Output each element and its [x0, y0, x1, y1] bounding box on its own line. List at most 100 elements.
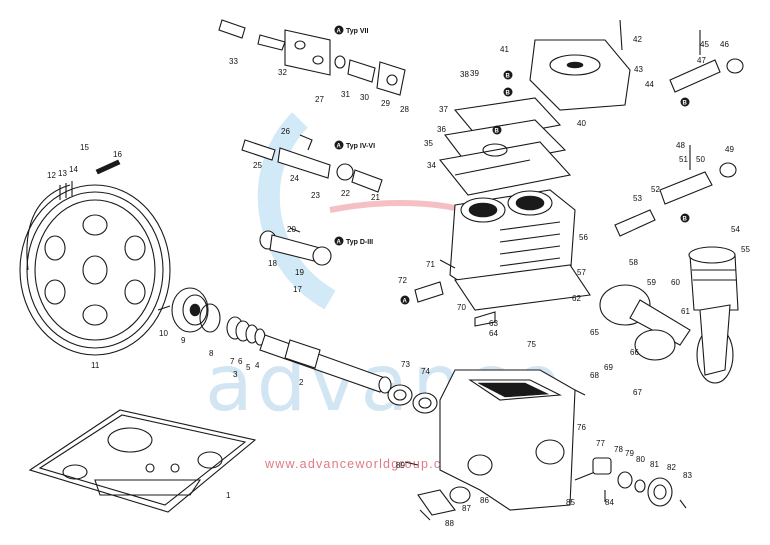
- part-key-pins: [59, 159, 121, 200]
- part-number-11: 11: [91, 361, 100, 370]
- svg-text:Typ D-III: Typ D-III: [346, 239, 373, 246]
- part-number-32: 32: [278, 68, 287, 77]
- part-number-24: 24: [290, 174, 299, 183]
- part-number-29: 29: [381, 99, 390, 108]
- part-number-74: 74: [421, 367, 430, 376]
- part-number-8: 8: [209, 349, 214, 358]
- part-number-87: 87: [462, 504, 471, 513]
- part-number-53: 53: [633, 194, 642, 203]
- part-number-14: 14: [69, 165, 78, 174]
- svg-text:Typ IV-VI: Typ IV-VI: [346, 143, 375, 150]
- part-number-65: 65: [590, 328, 599, 337]
- part-valve-typ-vii: [218, 19, 406, 96]
- part-number-41: 41: [500, 45, 509, 54]
- svg-text:B: B: [506, 74, 511, 80]
- part-number-51: 51: [679, 155, 688, 164]
- part-crankcase: [439, 369, 596, 511]
- part-number-45: 45: [700, 40, 709, 49]
- part-number-46: 46: [720, 40, 729, 49]
- variant-label-typ-iv-vi: A Typ IV-VI: [334, 140, 375, 150]
- part-number-58: 58: [629, 258, 638, 267]
- part-number-77: 77: [596, 439, 605, 448]
- part-suction-fitting: [614, 145, 737, 237]
- part-number-85: 85: [566, 498, 575, 507]
- part-number-71: 71: [426, 260, 435, 269]
- part-number-82: 82: [667, 463, 676, 472]
- part-number-47: 47: [697, 56, 706, 65]
- svg-text:B: B: [683, 101, 688, 107]
- part-oil-pump-parts: [592, 457, 687, 509]
- part-number-79: 79: [625, 449, 634, 458]
- part-number-70: 70: [457, 303, 466, 312]
- part-number-36: 36: [437, 125, 446, 134]
- part-number-59: 59: [647, 278, 656, 287]
- part-number-17: 17: [293, 285, 302, 294]
- part-number-42: 42: [633, 35, 642, 44]
- part-number-63: 63: [489, 319, 498, 328]
- part-number-43: 43: [634, 65, 643, 74]
- part-number-15: 15: [80, 143, 89, 152]
- part-number-39: 39: [470, 69, 479, 78]
- part-shaft-seal: [226, 316, 266, 346]
- svg-text:B: B: [495, 129, 500, 135]
- part-number-60: 60: [671, 278, 680, 287]
- part-number-13: 13: [58, 169, 67, 178]
- part-number-10: 10: [159, 329, 168, 338]
- part-number-28: 28: [400, 105, 409, 114]
- part-number-50: 50: [696, 155, 705, 164]
- part-number-54: 54: [731, 225, 740, 234]
- part-number-84: 84: [605, 498, 614, 507]
- part-number-69: 69: [604, 363, 613, 372]
- part-number-4: 4: [255, 361, 260, 370]
- part-number-66: 66: [630, 348, 639, 357]
- part-number-64: 64: [489, 329, 498, 338]
- part-number-5: 5: [246, 363, 251, 372]
- part-number-16: 16: [113, 150, 122, 159]
- circle-letter-a: A: [403, 299, 408, 305]
- part-flywheel: [19, 184, 171, 356]
- part-number-48: 48: [676, 141, 685, 150]
- part-bearing-cover: [157, 287, 221, 333]
- part-number-38: 38: [460, 70, 469, 79]
- part-number-25: 25: [253, 161, 262, 170]
- part-number-2: 2: [299, 378, 304, 387]
- part-number-76: 76: [577, 423, 586, 432]
- part-number-33: 33: [229, 57, 238, 66]
- part-number-44: 44: [645, 80, 654, 89]
- part-main-bearings: [387, 384, 438, 414]
- part-number-55: 55: [741, 245, 750, 254]
- part-valve-plate: [438, 97, 572, 196]
- part-number-20: 20: [287, 225, 296, 234]
- part-number-19: 19: [295, 268, 304, 277]
- part-number-49: 49: [725, 145, 734, 154]
- svg-text:B: B: [506, 91, 511, 97]
- part-connecting-rod: [599, 284, 734, 384]
- circle-letter-a: A: [337, 144, 342, 150]
- circle-letter-a: A: [337, 240, 342, 246]
- part-number-37: 37: [439, 105, 448, 114]
- part-cylinder-head: [529, 19, 631, 111]
- part-valve-typ-iv-vi: [241, 134, 383, 193]
- part-number-30: 30: [360, 93, 369, 102]
- part-number-72: 72: [398, 276, 407, 285]
- part-number-27: 27: [315, 95, 324, 104]
- part-number-6: 6: [238, 357, 243, 366]
- part-number-35: 35: [424, 139, 433, 148]
- part-number-21: 21: [371, 193, 380, 202]
- part-number-12: 12: [47, 171, 56, 180]
- part-number-1: 1: [226, 491, 231, 500]
- part-valve-typ-d-iii: [259, 227, 332, 266]
- part-number-40: 40: [577, 119, 586, 128]
- part-crankshaft: [259, 334, 392, 394]
- part-number-75: 75: [527, 340, 536, 349]
- part-number-80: 80: [636, 455, 645, 464]
- circle-letter-b-markers: B B B B B A: [400, 70, 690, 305]
- part-number-22: 22: [341, 189, 350, 198]
- part-number-68: 68: [590, 371, 599, 380]
- part-number-26: 26: [281, 127, 290, 136]
- part-fittings-small: [414, 259, 496, 327]
- part-number-52: 52: [651, 185, 660, 194]
- variant-label-typ-d-iii: A Typ D-III: [334, 236, 373, 246]
- part-gasket-set: [28, 409, 257, 513]
- part-number-62: 62: [572, 294, 581, 303]
